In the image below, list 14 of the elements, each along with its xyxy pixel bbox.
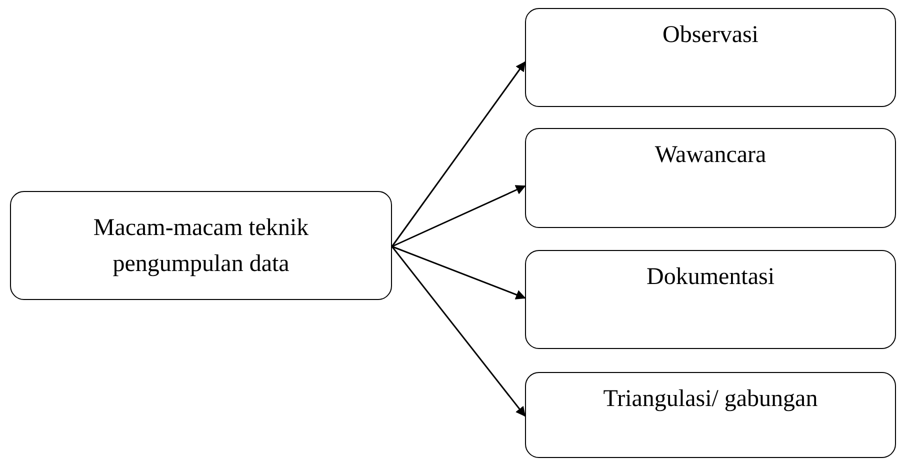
process-box [525, 128, 896, 228]
box-label: Dokumentasi [646, 263, 774, 292]
box-label: Triangulasi/ gabungan [603, 385, 818, 414]
process-box [525, 372, 896, 458]
process-box [525, 250, 896, 349]
arrow [392, 246, 526, 300]
process-box [525, 8, 896, 107]
box-label: Macam-macam teknik pengumpulan data [92, 214, 310, 278]
box-label: Wawancara [654, 141, 766, 170]
arrow [391, 246, 526, 417]
box-label: Observasi [662, 21, 758, 50]
arrow [391, 61, 526, 247]
arrow [392, 185, 526, 248]
process-box [10, 191, 392, 300]
